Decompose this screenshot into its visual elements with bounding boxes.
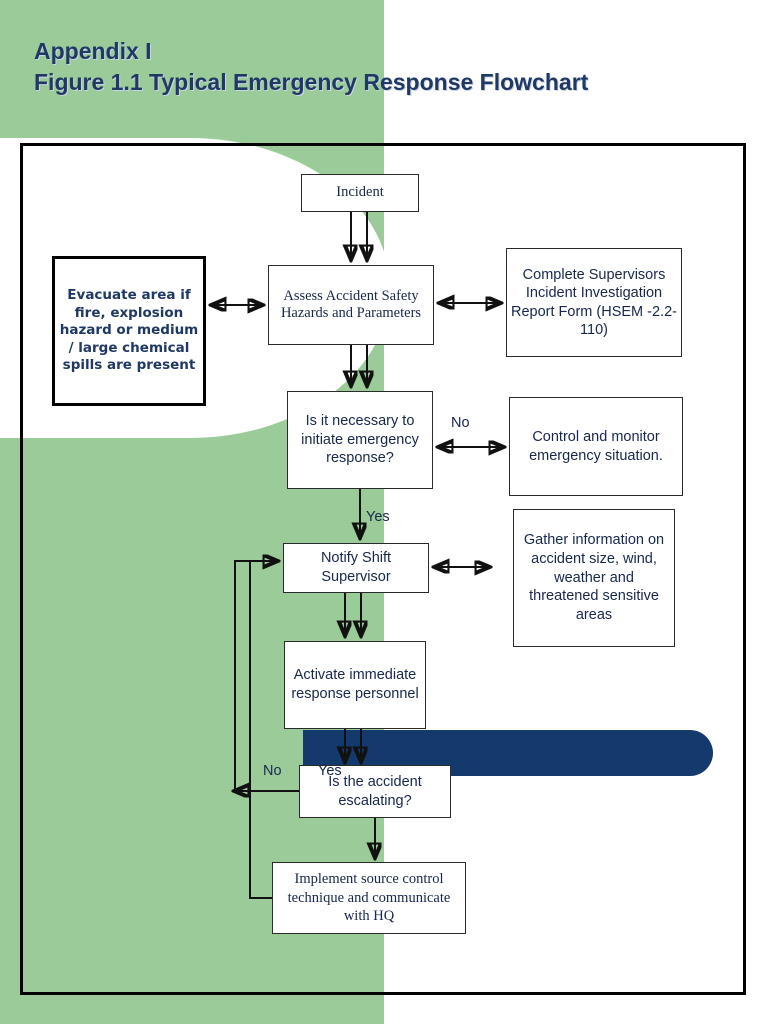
node-decision-necessary[interactable]: Is it necessary to initiate emergency re… [287, 391, 433, 489]
title-line-appendix: Appendix I [34, 38, 152, 64]
node-activate-response[interactable]: Activate immediate response personnel [284, 641, 426, 729]
node-decision-escalating[interactable]: Is the accident escalating? [299, 765, 451, 818]
edge-label-escalating-no: No [263, 763, 282, 779]
edge-label-necessary-yes: Yes [366, 509, 390, 525]
node-decision-necessary-label: Is it necessary to initiate emergency re… [301, 413, 419, 467]
node-gather-information[interactable]: Gather information on accident size, win… [513, 509, 675, 647]
node-incident-label: Incident [336, 184, 384, 201]
node-evacuate-area-label: Evacuate area if fire, explosion hazard … [59, 287, 199, 374]
edge-label-escalating-yes: Yes [318, 763, 342, 779]
node-evacuate-area[interactable]: Evacuate area if fire, explosion hazard … [52, 256, 206, 406]
node-decision-escalating-label: Is the accident escalating? [328, 773, 422, 809]
node-notify-shift-supervisor-label: Notify Shift Supervisor [320, 550, 392, 585]
node-control-monitor[interactable]: Control and monitor emergency situation. [509, 397, 683, 496]
page-title: Appendix I Figure 1.1 Typical Emergency … [34, 36, 588, 98]
diagram-frame [20, 143, 746, 995]
node-assess-accident[interactable]: Assess Accident Safety Hazards and Param… [268, 265, 434, 345]
title-line-figure: Figure 1.1 Typical Emergency Response Fl… [34, 69, 589, 95]
node-notify-shift-supervisor[interactable]: Notify Shift Supervisor [283, 543, 429, 593]
edge-label-necessary-no: No [451, 415, 470, 431]
node-activate-response-label: Activate immediate response personnel [291, 666, 419, 702]
node-control-monitor-label: Control and monitor emergency situation. [529, 428, 663, 464]
node-complete-report-label: Complete Supervisors Incident Investigat… [511, 267, 677, 338]
node-assess-accident-label: Assess Accident Safety Hazards and Param… [280, 287, 422, 321]
node-incident[interactable]: Incident [301, 174, 419, 212]
node-complete-report[interactable]: Complete Supervisors Incident Investigat… [506, 248, 682, 357]
node-implement-source-control[interactable]: Implement source control technique and c… [272, 862, 466, 934]
node-gather-information-label: Gather information on accident size, win… [523, 531, 665, 624]
node-implement-source-control-label: Implement source control technique and c… [287, 871, 451, 925]
